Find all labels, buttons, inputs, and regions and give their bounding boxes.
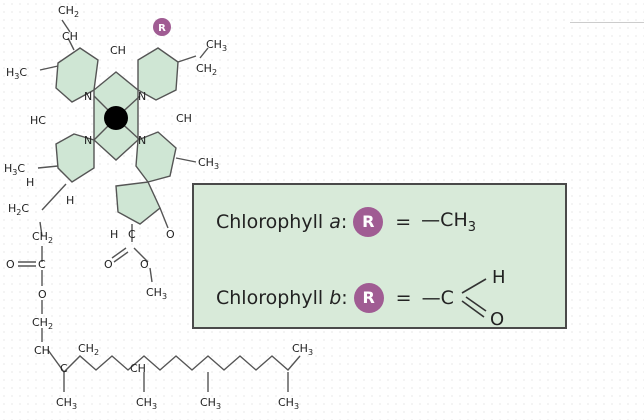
atom-h3c-lower: H3C [4, 162, 25, 177]
atom-ring-ch-top: CH [110, 44, 126, 57]
atom-top-ch: CH [62, 30, 78, 43]
ring-d [55, 133, 95, 183]
bond-methoxy-2 [133, 247, 149, 263]
bond-h3c-lower [37, 165, 59, 169]
atom-n4: N [138, 134, 146, 147]
r-badge-ring-label: R [158, 23, 166, 34]
atom-h3c-left: H3C [6, 66, 27, 81]
atom-ch3-right-top: CH3 [206, 38, 227, 53]
ring-c [135, 131, 177, 183]
atom-ch-chain: CH [34, 344, 50, 357]
bond-od-1 [111, 247, 127, 259]
bond-ch3-right [175, 157, 197, 163]
r-badge-b: R [353, 283, 384, 313]
atom-n1: N [84, 90, 92, 103]
atom-ch3-right: CH3 [198, 156, 219, 171]
atom-ch3-b3: CH3 [200, 396, 221, 411]
atom-o-methoxy: O [140, 258, 149, 271]
atom-ch2-chain2: CH2 [32, 316, 53, 331]
atom-top-ch2: CH2 [58, 4, 79, 19]
atom-c-chain: C [60, 362, 68, 375]
atom-ch2-chain1: CH2 [32, 230, 53, 245]
r-badge-ring [153, 18, 171, 36]
atom-ch3-b2: CH3 [136, 396, 157, 411]
bond-chain-1 [41, 183, 67, 211]
legend-row-chlorophyll-b: Chlorophyll b : R = —C H O [216, 263, 526, 333]
legend-a-letter: a [329, 211, 341, 233]
atom-h-mid: H [110, 228, 118, 241]
ring-e [115, 181, 161, 225]
bond-vinyl-2 [67, 37, 75, 51]
atom-o-ketone: O [166, 228, 175, 241]
atom-n3: N [84, 134, 92, 147]
aldehyde-group: H O [461, 267, 506, 330]
atom-ch-right: CH [176, 112, 192, 125]
aldehyde-h: H [492, 267, 506, 288]
atom-c-mid: C [128, 228, 136, 241]
atom-ch3-methoxy: CH3 [146, 286, 167, 301]
r-badge-a: R [353, 207, 384, 237]
bond-ch2-ch3 [199, 47, 209, 59]
atom-chain-ch2: CH2 [78, 342, 99, 357]
legend-a-prefix: Chlorophyll [216, 211, 330, 233]
atom-ch3-b4: CH3 [278, 396, 299, 411]
bond-methoxy-3 [149, 267, 153, 283]
bond-vinyl-1 [61, 19, 71, 33]
aldehyde-o: O [490, 309, 504, 330]
atom-h-left1: H [26, 176, 34, 189]
bond-chain-2 [39, 221, 43, 237]
atom-h2c: H2C [8, 202, 29, 217]
legend-a-equals: = [395, 211, 412, 233]
atom-o-double: O [104, 258, 113, 271]
atom-h-left2: H [66, 194, 74, 207]
atom-ch3-b1: CH3 [56, 396, 77, 411]
legend-a-group: —CH3 [421, 209, 477, 235]
bond-h3c-left [39, 65, 59, 71]
decorative-line [570, 22, 644, 23]
legend-b-letter: b [329, 287, 342, 309]
legend-b-equals: = [395, 287, 412, 309]
bond-od-2 [113, 251, 129, 263]
atom-n2: N [138, 90, 146, 103]
legend-b-colon: : [341, 287, 348, 309]
bond-ch2-right [177, 55, 197, 63]
atom-o-ester: O [6, 258, 15, 271]
bond-ketone [159, 207, 169, 229]
atom-o-link: O [38, 288, 47, 301]
phytol-tail [47, 349, 301, 374]
atom-ch2-right: CH2 [196, 62, 217, 77]
atom-chain-ch: CH [130, 362, 146, 375]
magnesium-atom [104, 106, 128, 130]
atom-c-ester: C [38, 258, 46, 271]
legend-box: Chlorophyll a : R = —CH3 Chlorophyll b :… [192, 183, 567, 330]
legend-b-group: —C [421, 287, 454, 309]
legend-row-chlorophyll-a: Chlorophyll a : R = —CH3 [216, 207, 476, 237]
legend-a-colon: : [340, 211, 348, 233]
atom-hc-left: HC [30, 114, 46, 127]
atom-ch3-end: CH3 [292, 342, 313, 357]
legend-b-prefix: Chlorophyll [216, 287, 330, 309]
